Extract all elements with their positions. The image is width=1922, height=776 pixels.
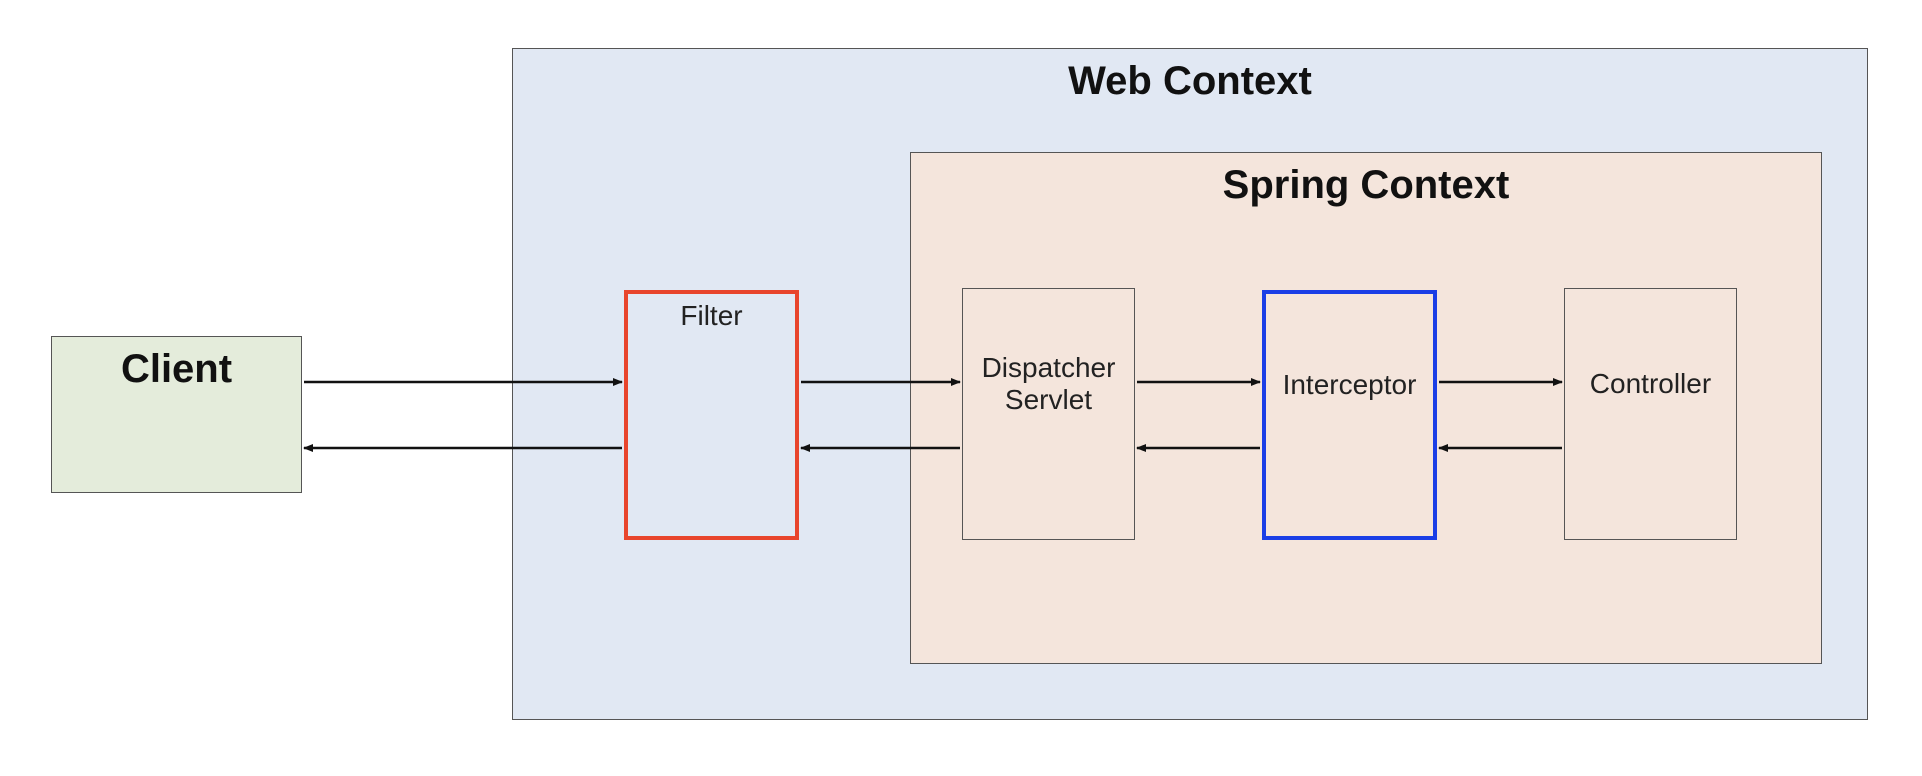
client-box: Client [51,336,302,493]
interceptor-label: Interceptor [1266,369,1433,401]
controller-box: Controller [1564,288,1737,540]
controller-label: Controller [1565,368,1736,400]
dispatcher-label-line1: Dispatcher [981,352,1116,383]
filter-label: Filter [680,300,743,331]
interceptor-box: Interceptor [1262,290,1437,540]
filter-box: Filter [624,290,799,540]
dispatcher-servlet-label: Dispatcher Servlet [963,352,1134,416]
client-label: Client [120,347,233,391]
spring-context-title: Spring Context [1222,163,1510,207]
interceptor-label-text: Interceptor [1282,369,1417,400]
web-context-title: Web Context [1068,59,1312,103]
controller-label-text: Controller [1589,368,1712,399]
dispatcher-servlet-box: Dispatcher Servlet [962,288,1135,540]
dispatcher-label-line2: Servlet [1004,384,1093,415]
